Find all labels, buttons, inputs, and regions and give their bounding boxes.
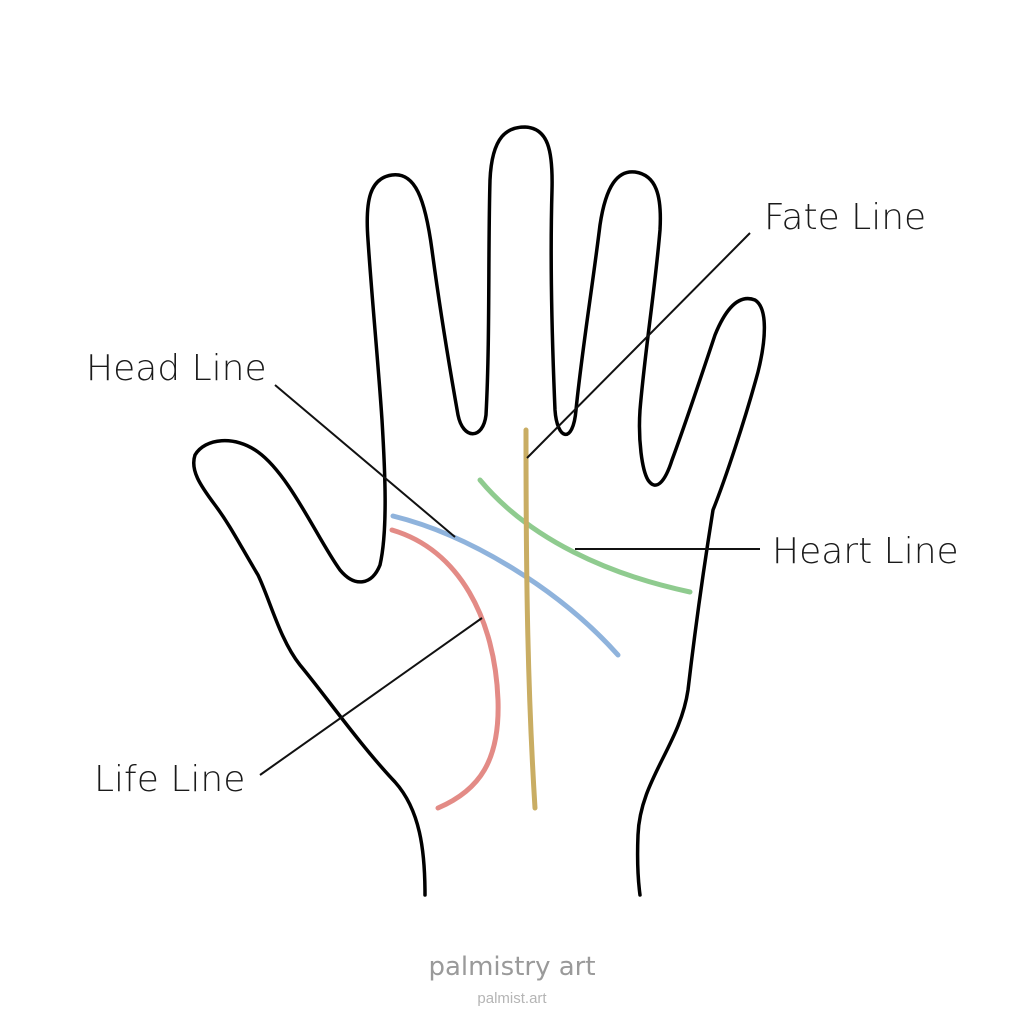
watermark-sub: palmist.art (477, 990, 547, 1007)
head-line-leader (274, 384, 456, 538)
fate-line-label: Fate Line (764, 197, 926, 238)
heart-line-label: Heart Line (772, 531, 959, 572)
fate-line-leader (526, 232, 751, 459)
heart-line (477, 477, 693, 595)
watermark-main: palmistry art (428, 952, 595, 982)
hand-outline (192, 125, 767, 897)
life-line-label: Life Line (94, 759, 245, 800)
life-line-leader (259, 617, 483, 776)
head-line (390, 513, 621, 658)
head-line-label: Head Line (86, 348, 267, 389)
life-line (389, 527, 501, 811)
fate-line (523, 427, 538, 811)
